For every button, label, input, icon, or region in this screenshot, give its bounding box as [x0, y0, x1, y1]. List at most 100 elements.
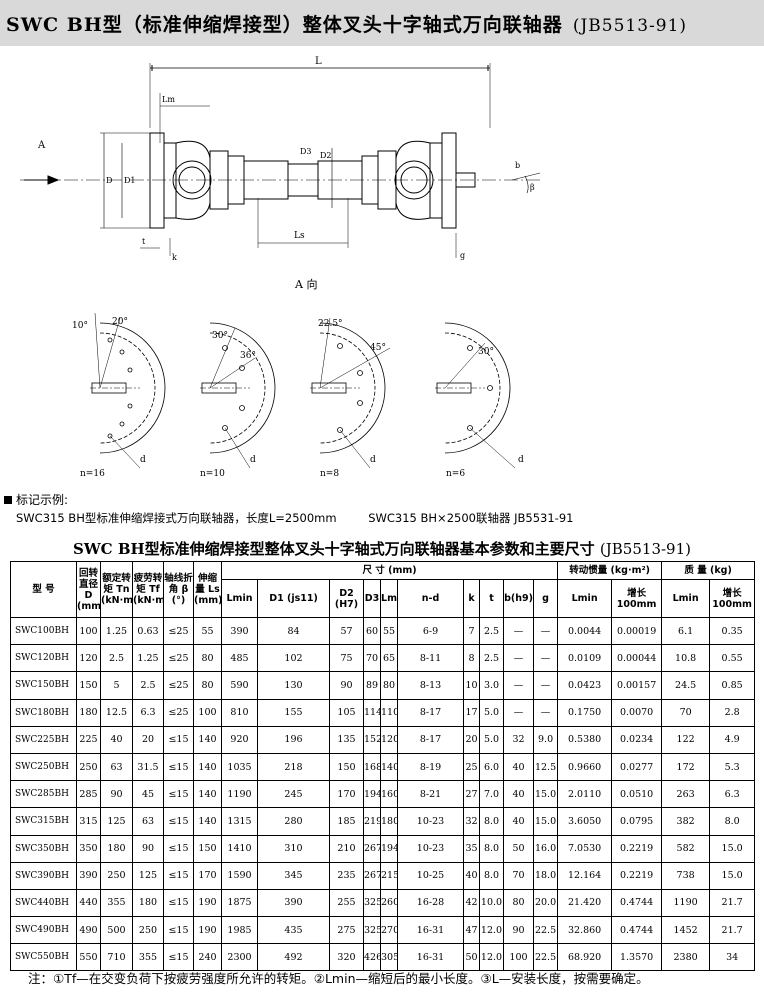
table-cell: 194 [363, 780, 381, 809]
table-cell-model: SWC180BH [10, 698, 77, 727]
table-cell: 12.0 [479, 916, 504, 945]
table-cell: 2300 [221, 943, 258, 972]
label-g: g [460, 251, 465, 260]
table-cell: 21.420 [557, 888, 613, 918]
table-cell: ≤15 [163, 888, 194, 918]
table-cell: 10-23 [397, 834, 464, 863]
table-cell: 320 [329, 943, 364, 972]
table-cell: 5.0 [479, 725, 504, 754]
table-cell: 382 [661, 807, 711, 836]
table-cell: 57 [329, 616, 364, 646]
table-cell: ≤15 [163, 943, 194, 972]
footer-note: 注：①Tf—在交变负荷下按疲劳强度所允许的转矩。②Lmin—缩短后的最小长度。③… [28, 971, 649, 986]
label-k: k [172, 253, 177, 262]
header-t: t [479, 579, 504, 618]
table-cell: 15.0 [532, 780, 559, 809]
page-title-text: SWC BH型（标准伸缩焊接型）整体叉头十字轴式万向联轴器 [6, 13, 563, 36]
table-cell: ≤25 [163, 644, 194, 673]
table-cell: 1190 [661, 888, 711, 918]
table-cell: 20 [132, 725, 164, 754]
table-cell: 22.5 [532, 943, 559, 972]
table-cell: 255 [329, 888, 364, 918]
table-cell: 16-28 [397, 888, 464, 918]
table-cell: 20.0 [532, 888, 559, 918]
table-cell: 35 [463, 834, 480, 863]
header-mass-inc: 增长 100mm [709, 579, 756, 618]
table-cell: 32 [463, 807, 480, 836]
spec-table: 型 号 回转直径 D (mm) 额定转矩 Tn (kN·m) 疲劳转矩 Tf (… [10, 561, 756, 972]
table-cell: 0.0277 [611, 752, 663, 782]
table-cell: — [503, 644, 534, 673]
table-cell: 10.0 [479, 888, 504, 918]
table-cell: 2.5 [479, 644, 504, 673]
table-cell: 1.3570 [611, 943, 663, 972]
table-cell: 267 [363, 861, 381, 890]
table-cell-model: SWC285BH [10, 780, 77, 809]
table-cell: 1035 [221, 752, 258, 782]
table-cell: 6.3 [132, 698, 164, 727]
table-cell: 225 [76, 725, 101, 754]
header-Ls: 伸缩量 Ls (mm) [193, 561, 222, 618]
table-cell: 490 [76, 916, 101, 945]
table-cell: 6.0 [479, 752, 504, 782]
table-cell: 196 [257, 725, 330, 754]
header-k: k [463, 579, 480, 618]
header-inertia-inc: 增长 100mm [611, 579, 663, 618]
table-cell-model: SWC250BH [10, 752, 77, 782]
table-cell: 32 [503, 725, 534, 754]
table-cell: 80 [503, 888, 534, 918]
table-cell: 810 [221, 698, 258, 727]
table-cell: 0.0423 [557, 671, 613, 700]
header-D3: D3 [363, 579, 381, 618]
table-cell: 68.920 [557, 943, 613, 972]
table-cell: 32.860 [557, 916, 613, 945]
header-D: 回转直径 D (mm) [76, 561, 101, 618]
table-cell: 325 [363, 888, 381, 918]
table-cell: ≤15 [163, 861, 194, 890]
table-cell: 550 [76, 943, 101, 972]
table-cell: 45 [132, 780, 164, 809]
table-cell: 0.2219 [611, 861, 663, 890]
table-cell: 8-19 [397, 752, 464, 782]
table-cell-model: SWC225BH [10, 725, 77, 754]
header-Lmin: Lmin [221, 579, 258, 618]
table-cell: 270 [380, 916, 398, 945]
table-cell: 250 [100, 861, 133, 890]
table-cell: ≤15 [163, 725, 194, 754]
label-L: L [315, 56, 322, 67]
table-cell: 16.0 [532, 834, 559, 863]
view1-d: d [140, 455, 146, 465]
table-cell: 2.0110 [557, 780, 613, 809]
table-cell: 160 [380, 780, 398, 809]
table-cell: 240 [193, 943, 222, 972]
table-cell: 84 [257, 616, 330, 646]
table-cell-model: SWC490BH [10, 916, 77, 945]
table-cell: 40 [463, 861, 480, 890]
table-cell: 10 [463, 671, 480, 700]
table-cell: ≤25 [163, 671, 194, 700]
label-b: b [515, 161, 520, 170]
flange-labels: 10° 20° d n=16 30° 36° d n=10 22.5° 45° … [72, 317, 524, 479]
marking-example-1: SWC315 BH型标准伸缩焊接式万向联轴器，长度L=2500mm [16, 511, 337, 525]
table-cell: 10.8 [661, 644, 711, 673]
table-cell: 150 [193, 834, 222, 863]
view4-n: n=6 [446, 469, 465, 479]
view3-angle1: 22.5° [318, 319, 343, 329]
table-cell: 170 [193, 861, 222, 890]
table-cell: 8-17 [397, 725, 464, 754]
table-cell: 21.7 [709, 888, 756, 918]
table-cell: 1985 [221, 916, 258, 945]
flange-view-1 [90, 312, 166, 469]
table-cell: 426 [363, 943, 381, 972]
table-cell: 125 [132, 861, 164, 890]
table-cell: 10-23 [397, 807, 464, 836]
table-cell: — [503, 616, 534, 646]
table-cell: 8 [463, 644, 480, 673]
table-cell: 102 [257, 644, 330, 673]
table-cell: 0.4744 [611, 888, 663, 918]
table-cell: 10-25 [397, 861, 464, 890]
